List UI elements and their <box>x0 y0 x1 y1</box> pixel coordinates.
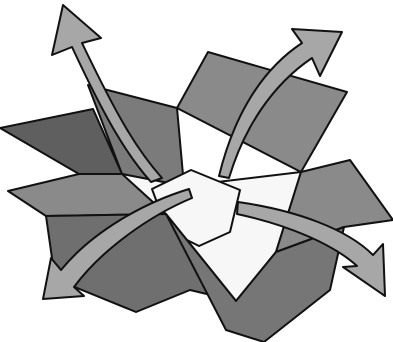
open-box-illustration <box>0 0 393 342</box>
illustration-canvas <box>0 0 393 342</box>
